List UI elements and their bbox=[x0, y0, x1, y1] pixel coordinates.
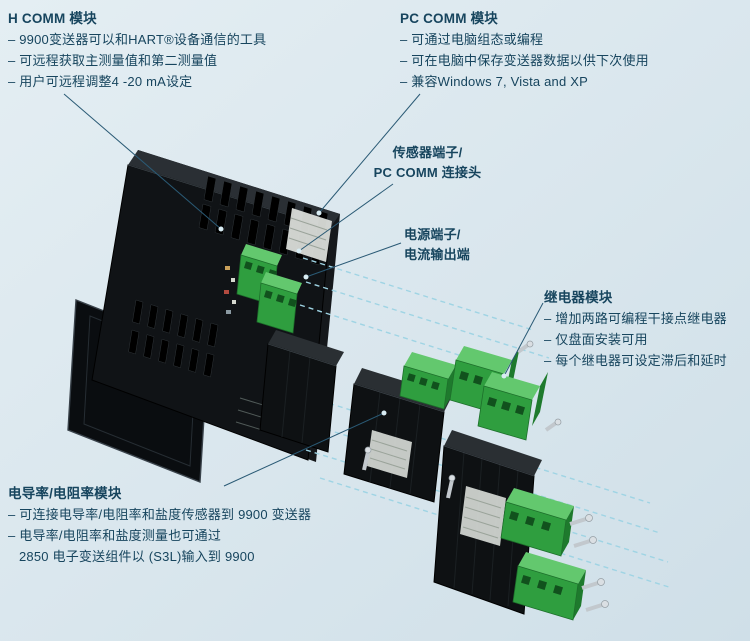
pc-comm-leader-line bbox=[318, 93, 421, 214]
power-terminal-label: 电源端子/ 电流输出端 bbox=[404, 225, 470, 265]
module-slot-cover bbox=[259, 330, 344, 453]
screw bbox=[581, 578, 605, 590]
relay-label: 继电器模块 – 增加两路可编程干接点继电器 – 仅盘面安装可用 – 每个继电器可… bbox=[544, 287, 727, 371]
pc-comm-title: PC COMM 模块 bbox=[400, 11, 498, 26]
module-label-sticker bbox=[460, 486, 506, 546]
power-terminal-label-line2: 电流输出端 bbox=[404, 247, 471, 262]
terminal-plug bbox=[477, 372, 548, 441]
sensor-terminal-label-line1: 传感器端子/ bbox=[392, 145, 463, 160]
pc-comm-label: PC COMM 模块 – 可通过电脑组态或编程 – 可在电脑中保存变送器数据以供… bbox=[400, 8, 649, 92]
h-comm-item: – 用户可远程调整4 -20 mA设定 bbox=[8, 74, 193, 89]
h-comm-item: – 9900变送器可以和HART®设备通信的工具 bbox=[8, 32, 267, 47]
power-terminal-plug bbox=[256, 272, 302, 334]
screw bbox=[544, 418, 562, 432]
relay-item: – 增加两路可编程干接点继电器 bbox=[544, 311, 727, 326]
relay-item: – 仅盘面安装可用 bbox=[544, 332, 648, 347]
power-terminal-leader-line bbox=[305, 242, 402, 278]
conductivity-item: 2850 电子变送组件以 (S3L)输入到 9900 bbox=[19, 549, 255, 564]
assembly-guide-line bbox=[305, 281, 550, 359]
relay-terminal-plugs bbox=[449, 340, 562, 441]
h-comm-title: H COMM 模块 bbox=[8, 11, 97, 26]
sensor-terminal-label-line2: PC COMM 连接头 bbox=[373, 165, 482, 180]
conductivity-item: – 电导率/电阻率和盐度测量也可通过 bbox=[8, 528, 222, 543]
leader-lines bbox=[63, 93, 544, 487]
relay-terminal-block bbox=[512, 552, 609, 621]
sensor-terminal-leader-line bbox=[298, 183, 394, 252]
leader-dots bbox=[218, 210, 507, 416]
conductivity-item: – 可连接电导率/电阻率和盐度传感器到 9900 变送器 bbox=[8, 507, 312, 522]
relay-item: – 每个继电器可设定滞后和延时 bbox=[544, 353, 727, 368]
screw bbox=[446, 474, 456, 499]
relay-leader-line bbox=[503, 302, 544, 377]
screw bbox=[362, 446, 372, 471]
h-comm-leader-line bbox=[63, 93, 222, 230]
conductivity-module bbox=[343, 352, 456, 503]
pc-comm-item: – 可通过电脑组态或编程 bbox=[400, 32, 544, 47]
assembly-guide-line bbox=[302, 257, 534, 331]
spec-sticker bbox=[286, 208, 332, 262]
screw bbox=[516, 340, 534, 354]
pcb-components bbox=[224, 266, 236, 314]
screw bbox=[573, 536, 597, 548]
vent-slots bbox=[128, 299, 219, 378]
screw bbox=[585, 600, 609, 612]
sensor-terminal-label: 传感器端子/ PC COMM 连接头 bbox=[350, 143, 505, 183]
pc-comm-item: – 可在电脑中保存变送器数据以供下次使用 bbox=[400, 53, 649, 68]
h-comm-item: – 可远程获取主测量值和第二测量值 bbox=[8, 53, 218, 68]
power-terminal-label-line1: 电源端子/ bbox=[404, 227, 461, 242]
module-label-sticker bbox=[367, 430, 412, 478]
conductivity-title: 电导率/电阻率模块 bbox=[8, 486, 122, 501]
module-terminal-plug bbox=[399, 352, 456, 410]
relay-title: 继电器模块 bbox=[544, 290, 613, 305]
relay-terminal-block bbox=[500, 488, 597, 557]
conductivity-leader-line bbox=[223, 412, 385, 487]
pc-comm-item: – 兼容Windows 7, Vista and XP bbox=[400, 74, 588, 89]
h-comm-label: H COMM 模块 – 9900变送器可以和HART®设备通信的工具 – 可远程… bbox=[8, 8, 266, 92]
relay-module bbox=[433, 430, 609, 621]
conductivity-label: 电导率/电阻率模块 – 可连接电导率/电阻率和盐度传感器到 9900 变送器 –… bbox=[8, 483, 311, 567]
screw bbox=[569, 514, 593, 526]
